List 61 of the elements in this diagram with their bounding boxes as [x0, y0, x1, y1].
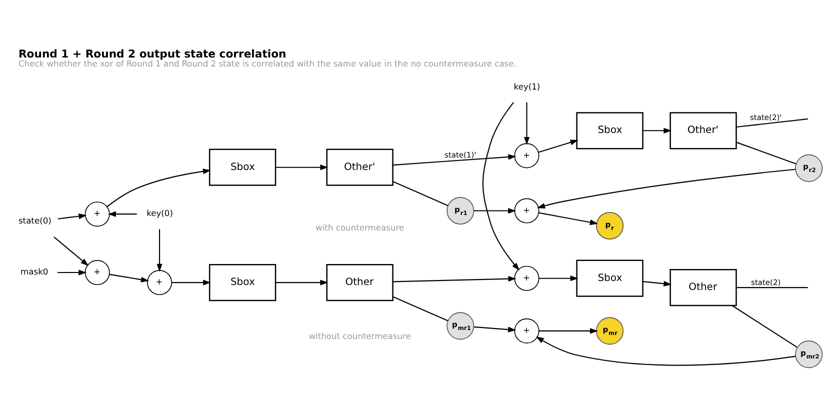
node-box: Sbox: [208, 264, 276, 302]
arrow: [58, 270, 87, 276]
arrow: [474, 208, 516, 214]
node-box: Other': [670, 112, 737, 150]
node-circle: p$_{r}$: [596, 212, 624, 240]
arrow: [536, 168, 796, 209]
node-text: key(0): [146, 208, 173, 218]
node-text: mask0: [20, 266, 48, 277]
arrow: [538, 328, 598, 334]
node-circle: p$_{r2}$: [795, 154, 823, 182]
connector: [736, 287, 808, 288]
label: without countermeasure: [308, 330, 411, 341]
connector: [732, 305, 798, 348]
node-circle: +: [147, 270, 172, 296]
edge-label: state(2)': [750, 112, 782, 122]
arrow: [392, 154, 516, 166]
arrow: [58, 214, 87, 220]
node-box: Other': [326, 148, 394, 186]
node-box: Sbox: [576, 260, 644, 297]
arrow: [538, 140, 578, 153]
node-text: key(1): [514, 81, 540, 92]
node-circle: +: [514, 318, 540, 344]
node-text: state(0): [18, 216, 52, 226]
node-circle: +: [514, 143, 540, 168]
node-circle: +: [84, 260, 110, 286]
connector: [736, 118, 808, 128]
arrow: [172, 280, 212, 286]
node-circle: +: [514, 266, 540, 291]
arrow: [54, 236, 89, 266]
diagram-title: Round 1 + Round 2 output state correlation: [18, 48, 286, 61]
node-box: Other: [326, 264, 394, 302]
arrow: [276, 164, 328, 170]
arrow: [643, 128, 672, 134]
arrow: [108, 211, 137, 217]
edge-label: state(2): [751, 278, 781, 288]
arrow: [524, 102, 530, 146]
node-box: Sbox: [576, 112, 644, 150]
node-circle: p$_{mr1}$: [446, 312, 474, 340]
arrow: [642, 280, 672, 286]
connector: [392, 296, 448, 322]
arrow: [392, 276, 516, 282]
node-box: Sbox: [208, 148, 276, 186]
node-circle: p$_{mr}$: [596, 317, 624, 345]
node-circle: p$_{mr2}$: [795, 340, 823, 368]
connector: [736, 142, 796, 164]
connector: [392, 181, 448, 206]
arrow: [536, 336, 796, 366]
arrow: [538, 276, 578, 282]
arrow: [482, 102, 520, 271]
arrow: [109, 274, 149, 282]
arrow: [276, 280, 328, 286]
node-circle: p$_{r1}$: [446, 196, 474, 225]
node-circle: +: [84, 202, 110, 227]
arrow: [474, 326, 516, 332]
edge-label: state(1)': [444, 150, 476, 160]
arrow: [156, 229, 162, 272]
label: with countermeasure: [316, 222, 404, 232]
node-box: Other: [670, 268, 737, 306]
arrow: [538, 212, 598, 226]
arrow: [106, 168, 212, 208]
node-circle: +: [514, 198, 540, 224]
